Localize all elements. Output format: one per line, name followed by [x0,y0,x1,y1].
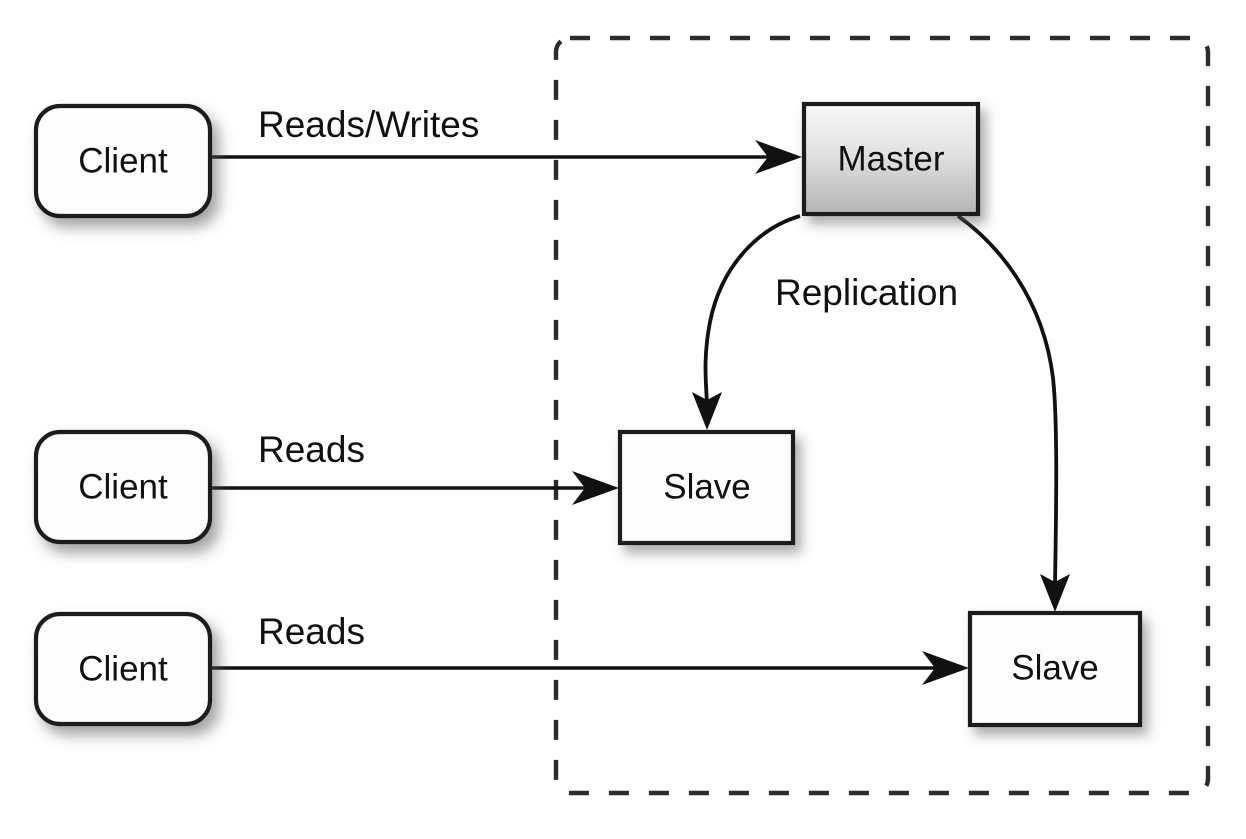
edge-client1-master [210,140,802,174]
client1-box[interactable] [33,103,213,219]
edge-label-reads-top: Reads [258,429,365,470]
arrowhead-replication-slave1 [692,392,722,430]
edge-label-reads-writes: Reads/Writes [258,104,479,145]
edge-master-slave2 [956,214,1070,612]
edge-master-slave1 [692,214,801,430]
curve-master-slave2 [956,214,1059,587]
database-cluster-boundary [553,35,1211,796]
edge-label-replication: Replication [775,272,958,313]
arrowhead-slave2-in [922,651,969,685]
client1-label: Client [78,141,168,180]
slave1-label: Slave [663,467,751,506]
edge-label-reads-bottom: Reads [258,611,365,652]
edge-client2-slave1 [210,471,619,505]
client2-box[interactable] [33,429,213,545]
node-client1[interactable]: Client [33,103,213,219]
slave2-box[interactable] [967,610,1143,728]
client2-label: Client [78,467,168,506]
edge-client3-slave2 [210,651,969,685]
client3-label: Client [78,649,168,688]
slave2-label: Slave [1011,648,1099,687]
arrowhead-replication-slave2 [1040,574,1070,612]
client3-box[interactable] [33,611,213,727]
node-slave1[interactable]: Slave [617,429,796,546]
master-box[interactable] [801,101,981,217]
master-label: Master [838,139,945,178]
arrowhead-master-in [755,140,802,174]
arrowhead-slave1-in [572,471,619,505]
node-client3[interactable]: Client [33,611,213,727]
node-slave2[interactable]: Slave [967,610,1143,728]
node-master[interactable]: Master [801,101,981,217]
slave1-box[interactable] [617,429,796,546]
node-client2[interactable]: Client [33,429,213,545]
curve-master-slave1 [703,214,801,405]
